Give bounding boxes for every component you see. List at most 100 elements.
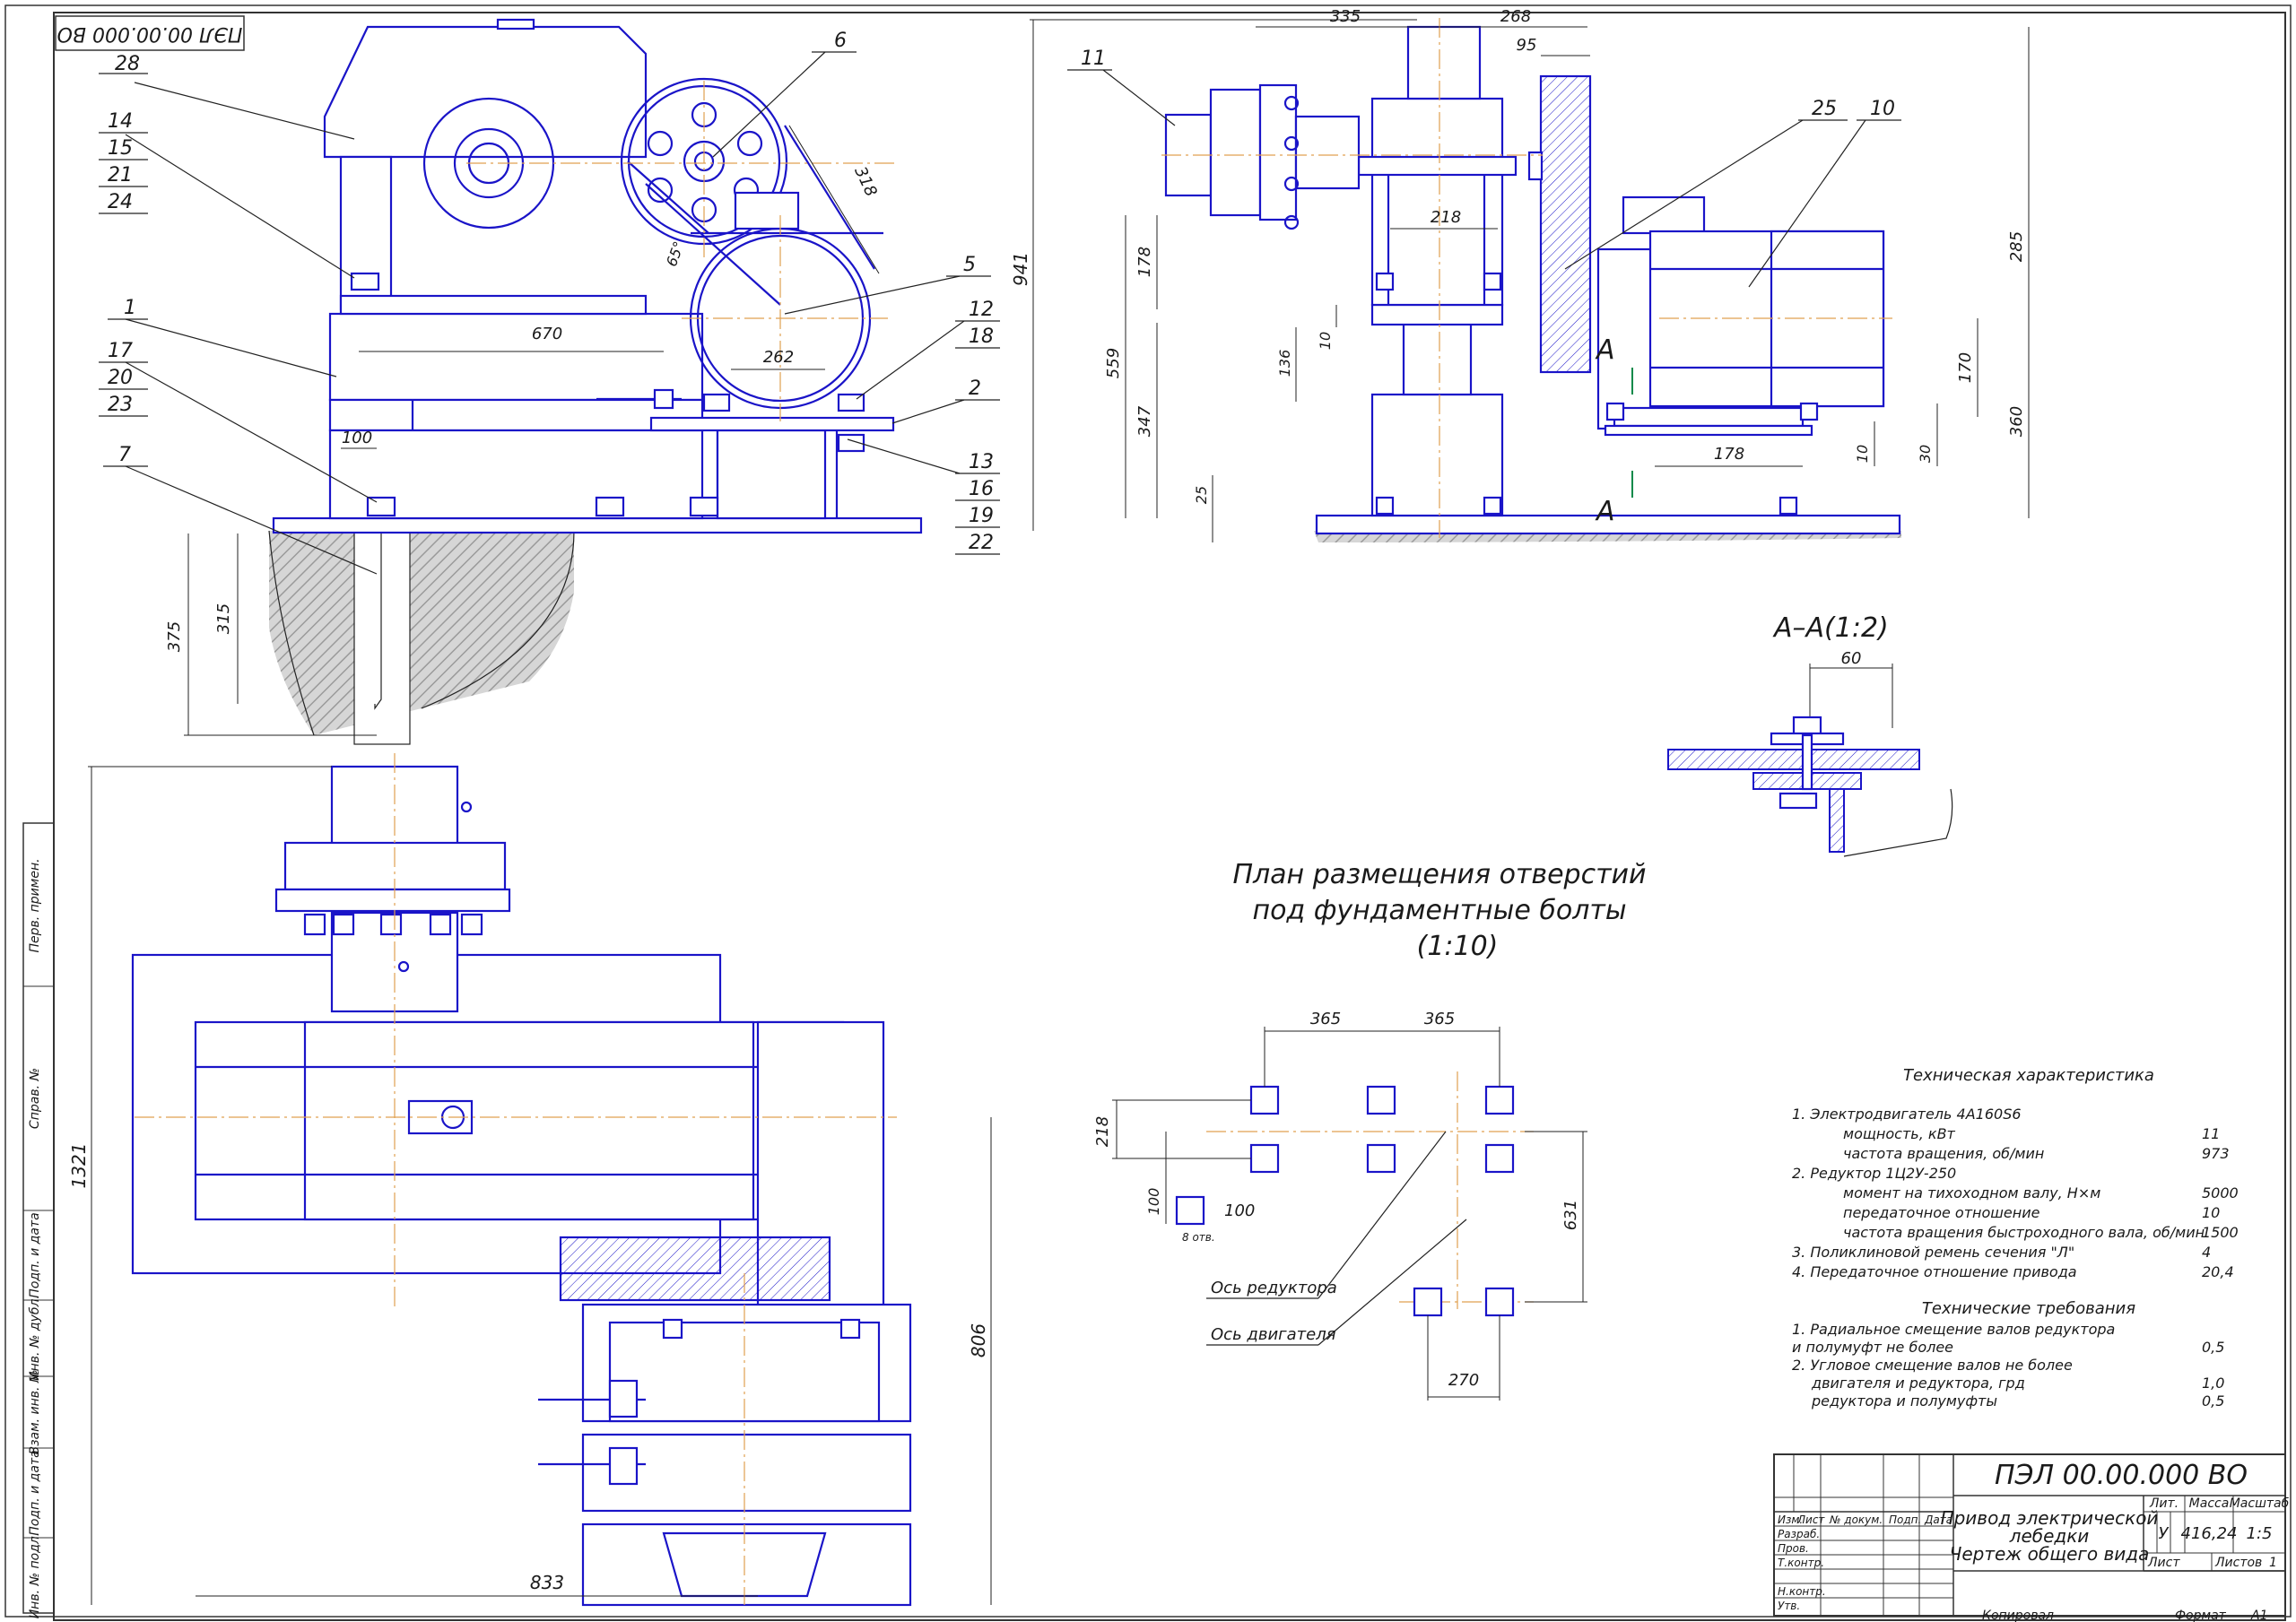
- listov-label: Листов: [2214, 1556, 2262, 1570]
- dim-365a: 365: [1310, 1010, 1341, 1028]
- dim-347: 347: [1135, 405, 1154, 437]
- plan-view: 1321 833 806: [68, 753, 992, 1607]
- tech_char-row-label: 2. Редуктор 1Ц2У-250: [1792, 1165, 1956, 1182]
- tech_char-row-label: передаточное отношение: [1843, 1204, 2040, 1221]
- dim-100h: 100: [1224, 1201, 1255, 1220]
- section-mark-a-bottom: А: [1595, 496, 1615, 527]
- dim-559: 559: [1104, 348, 1123, 378]
- title-block: ПЭЛ 00.00.000 ВО Привод электрической ле…: [1773, 1453, 2290, 1622]
- tech_req-row-label: 1. Радиальное смещение валов редуктора: [1792, 1321, 2115, 1338]
- massa-label: Масса: [2189, 1496, 2230, 1511]
- section-title: А–А(1:2): [1772, 612, 1889, 644]
- dim-100: 100: [342, 429, 372, 447]
- dim-25: 25: [1193, 486, 1210, 504]
- callout-28: 28: [115, 53, 140, 75]
- masshtab-label: Масштаб: [2230, 1496, 2290, 1511]
- holes-plan: План размещения отверстий под фундаментн…: [1093, 859, 1647, 1401]
- callout-25: 25: [1812, 98, 1837, 120]
- callout-13: 13: [969, 451, 994, 473]
- tech_char-row-value: 5000: [2202, 1184, 2239, 1201]
- dim-670: 670: [532, 325, 562, 343]
- tech_char-row-label: частота вращения, об/мин: [1843, 1145, 2044, 1162]
- dim-95: 95: [1517, 36, 1537, 55]
- callout-18: 18: [969, 325, 994, 348]
- doc-name-1: Привод электрической: [1941, 1507, 2159, 1529]
- col-izm: Изм.: [1778, 1514, 1803, 1526]
- callout-17: 17: [108, 340, 133, 362]
- tech_char-row-value: 4: [2202, 1244, 2211, 1261]
- tech-char-title: Техническая характеристика: [1903, 1066, 2154, 1085]
- callout-6: 6: [834, 30, 847, 52]
- dim-285: 285: [2007, 231, 2026, 262]
- dim-833: 833: [530, 1572, 564, 1593]
- callout-2: 2: [969, 377, 981, 400]
- list-label: Лист: [2147, 1556, 2180, 1570]
- strip-label: Справ. №: [28, 1068, 42, 1129]
- rotated-stamp: ПЭЛ 00.00.000 ВО: [55, 15, 245, 51]
- tech_char-row-label: 4. Передаточное отношение привода: [1792, 1263, 2077, 1280]
- callout-16: 16: [969, 478, 994, 500]
- section-aa: А–А(1:2) 60: [1667, 612, 1953, 857]
- tech_char-row-value: 11: [2202, 1125, 2220, 1142]
- row-prov: Пров.: [1778, 1542, 1809, 1555]
- tech_char-row-value: 20,4: [2202, 1263, 2234, 1280]
- tech-req-title: Технические требования: [1922, 1299, 2135, 1318]
- dim-375: 375: [165, 621, 184, 652]
- dim-100v: 100: [1145, 1188, 1162, 1216]
- tech_req-row-label: 2. Угловое смещение валов не более: [1792, 1357, 2073, 1374]
- dim-178b: 178: [1714, 445, 1744, 464]
- tech_req-row-value: 0,5: [2202, 1392, 2224, 1409]
- row-nkontr: Н.контр.: [1778, 1585, 1826, 1598]
- massa-value: 416,24: [2181, 1524, 2238, 1543]
- tech-requirements: Технические требования 1. Радиальное сме…: [1792, 1299, 2224, 1409]
- col-list: Лист: [1796, 1514, 1825, 1526]
- callout-14: 14: [108, 110, 133, 133]
- row-tkontr: Т.контр.: [1778, 1557, 1824, 1569]
- doc-name-3: Чертеж общего вида: [1950, 1543, 2150, 1565]
- inner-frame: [53, 12, 2286, 1621]
- dim-270: 270: [1448, 1371, 1479, 1390]
- col-podp: Подп.: [1889, 1514, 1921, 1526]
- callout-22: 22: [969, 532, 994, 554]
- listov-value: 1: [2269, 1556, 2277, 1570]
- tech_req-row-label: редуктора и полумуфты: [1811, 1392, 1997, 1409]
- callout-21: 21: [108, 164, 133, 186]
- front-view: 670 262 100 375 315 318 65°: [165, 18, 923, 745]
- callout-15: 15: [108, 137, 133, 160]
- dim-136: 136: [1276, 350, 1293, 377]
- axis-motor-label: Ось двигателя: [1211, 1325, 1336, 1344]
- section-mark-a-top: А: [1595, 334, 1615, 366]
- dim-941: 941: [1010, 252, 1031, 286]
- lit-label: Лит.: [2149, 1496, 2179, 1511]
- dim-631: 631: [1561, 1200, 1580, 1230]
- dim-335: 335: [1330, 7, 1361, 26]
- tech_char-row-value: 10: [2202, 1204, 2220, 1221]
- dim-10b: 10: [1854, 445, 1871, 463]
- dim-30: 30: [1917, 445, 1934, 463]
- dim-365b: 365: [1424, 1010, 1455, 1028]
- callout-1: 1: [124, 297, 136, 319]
- doc-code: ПЭЛ 00.00.000 ВО: [1995, 1460, 2248, 1491]
- format-label: Формат: [2175, 1609, 2227, 1622]
- lit-value: У: [2159, 1524, 2170, 1543]
- side-strip: Перв. примен. Справ. № Подп. и дата Инв.…: [22, 822, 55, 1618]
- side-callouts: 11 25 10: [1067, 48, 1901, 288]
- outer-frame: [4, 4, 2292, 1618]
- tech_req-row-value: 1,0: [2202, 1375, 2224, 1392]
- doc-name-2: лебедки: [2009, 1525, 2090, 1547]
- dim-10a: 10: [1317, 332, 1334, 350]
- dim-65deg: 65°: [663, 239, 688, 269]
- callout-19: 19: [969, 505, 994, 527]
- strip-label: Перв. примен.: [28, 858, 42, 952]
- callout-24: 24: [108, 191, 133, 213]
- tech_req-row-value: 0,5: [2202, 1339, 2224, 1356]
- dim-262: 262: [763, 348, 794, 367]
- tech_req-row-label: двигателя и редуктора, грд: [1811, 1375, 2025, 1392]
- tech_char-row-label: 1. Электродвигатель 4А160S6: [1792, 1106, 2022, 1123]
- strip-label: Подп. и дата: [28, 1212, 42, 1297]
- callout-5: 5: [963, 254, 976, 276]
- dim-268: 268: [1500, 7, 1531, 26]
- axis-reducer-label: Ось редуктора: [1211, 1279, 1337, 1297]
- holes-count: 8 отв.: [1182, 1231, 1215, 1244]
- callout-11: 11: [1081, 48, 1106, 70]
